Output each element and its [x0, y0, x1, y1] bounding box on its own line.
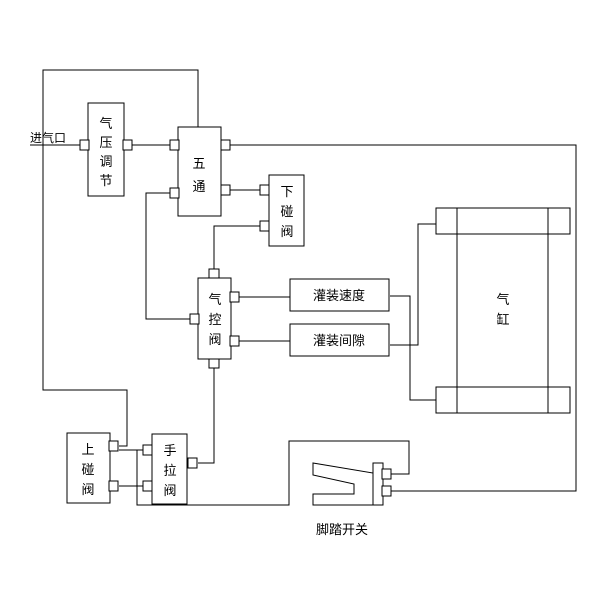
- air-control-char-1: 气: [208, 292, 221, 308]
- air-control-valve: 气 控 阀: [189, 268, 240, 369]
- manual-valve-left-lower-port: [142, 480, 153, 492]
- five-way-right-lower-port: [220, 184, 231, 196]
- lower-valve-char-2: 碰: [280, 205, 293, 220]
- upper-touch-valve: 上 碰 阀: [66, 432, 119, 504]
- lower-valve-char-1: 下: [280, 185, 293, 200]
- upper-valve-char-1: 上: [81, 443, 94, 458]
- fill-gap-box: 灌装间隙: [289, 323, 390, 357]
- five-way-char-1: 五: [192, 157, 205, 172]
- lower-valve-char-3: 阀: [280, 225, 293, 240]
- cylinder: 气 缸: [435, 207, 571, 414]
- fill-speed-label: 灌装速度: [313, 288, 365, 304]
- upper-valve-char-2: 碰: [81, 463, 94, 478]
- air-control-right-lower-port: [229, 335, 240, 347]
- foot-pedal-shape: [312, 462, 374, 506]
- regulator-out-port: [122, 139, 133, 151]
- upper-valve-char-3: 阀: [81, 483, 94, 498]
- regulator-char-2: 压: [99, 136, 112, 151]
- manual-valve-char-1: 手: [163, 444, 176, 459]
- cylinder-bottom-cap: [435, 386, 571, 414]
- five-way-char-2: 通: [192, 180, 205, 195]
- inlet-label: 进气口: [30, 130, 66, 145]
- five-way-left-lower-port: [169, 187, 180, 199]
- cylinder-char-2: 缸: [496, 312, 509, 328]
- manual-valve-char-2: 拉: [163, 464, 176, 479]
- five-way-valve: 五 通: [169, 126, 231, 217]
- air-control-char-3: 阀: [208, 333, 221, 348]
- foot-switch-lower-port: [381, 485, 392, 497]
- foot-switch-upper-port: [381, 468, 392, 480]
- five-way-right-upper-port: [220, 139, 231, 151]
- pressure-regulator: 气 压 调 节: [79, 102, 133, 197]
- cylinder-top-cap: [435, 207, 571, 235]
- regulator-char-1: 气: [99, 116, 112, 132]
- lower-touch-valve: 下 碰 阀: [259, 174, 305, 247]
- regulator-in-port: [79, 139, 90, 151]
- regulator-char-3: 调: [99, 155, 112, 170]
- manual-valve-right-port: [187, 457, 198, 469]
- upper-valve-upper-port: [108, 440, 119, 452]
- cylinder-char-1: 气: [496, 292, 509, 308]
- air-control-top-port: [208, 268, 220, 279]
- manual-pull-valve: 手 拉 阀: [142, 433, 198, 505]
- regulator-char-4: 节: [99, 174, 112, 189]
- foot-switch: 脚踏开关: [312, 462, 392, 538]
- fill-gap-label: 灌装间隙: [313, 334, 365, 349]
- manual-valve-char-3: 阀: [163, 484, 176, 499]
- fill-speed-box: 灌装速度: [289, 278, 390, 312]
- lower-valve-lower-port: [259, 220, 270, 232]
- upper-valve-lower-port: [108, 480, 119, 492]
- air-control-bottom-port: [208, 358, 220, 369]
- air-control-right-upper-port: [229, 291, 240, 303]
- lower-valve-upper-port: [259, 184, 270, 196]
- air-control-left-port: [189, 313, 200, 325]
- connection-lines: [30, 69, 577, 506]
- five-way-left-upper-port: [169, 139, 180, 151]
- air-control-char-2: 控: [208, 313, 221, 328]
- foot-switch-label: 脚踏开关: [316, 522, 368, 538]
- manual-valve-left-upper-port: [142, 444, 153, 456]
